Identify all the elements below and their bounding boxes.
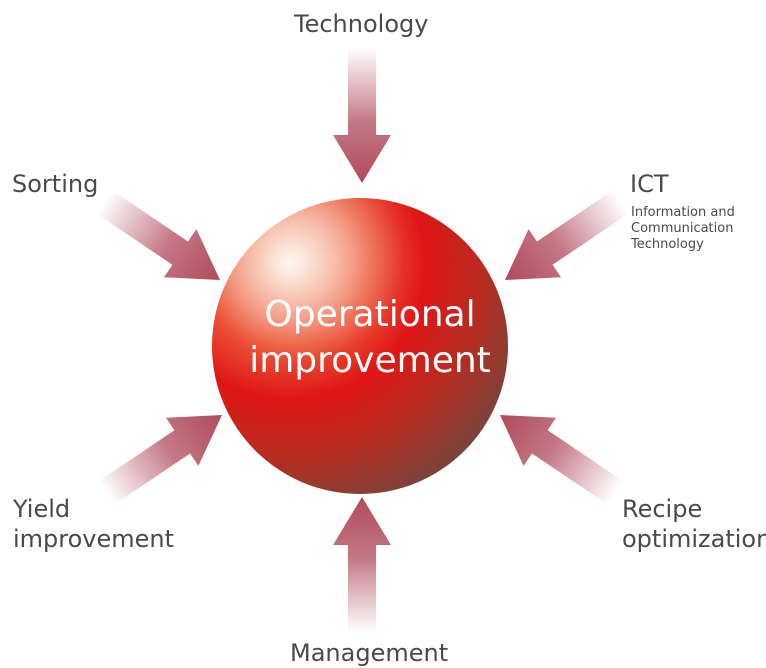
arrow-ict xyxy=(505,190,629,280)
arrow-yield-improvement xyxy=(98,415,222,505)
center-label: Operational improvement xyxy=(205,292,535,384)
label-technology: Technology xyxy=(294,10,429,38)
label-sorting: Sorting xyxy=(12,170,99,198)
arrow-sorting xyxy=(96,190,220,280)
arrow-recipe-optimization xyxy=(500,415,624,505)
label-recipe-optimization: Recipe optimization xyxy=(622,495,766,553)
label-management: Management xyxy=(290,639,449,667)
label-yield-improvement: Yield improvement xyxy=(13,495,175,553)
arrow-technology xyxy=(333,48,391,183)
center-label-line1: Operational xyxy=(264,294,476,335)
center-label-line2: improvement xyxy=(249,340,491,381)
arrow-management xyxy=(333,497,391,632)
sphere-highlight xyxy=(212,198,508,494)
label-ict-description: Information and Communication Technology xyxy=(631,205,735,252)
label-ict: ICT xyxy=(630,170,669,198)
